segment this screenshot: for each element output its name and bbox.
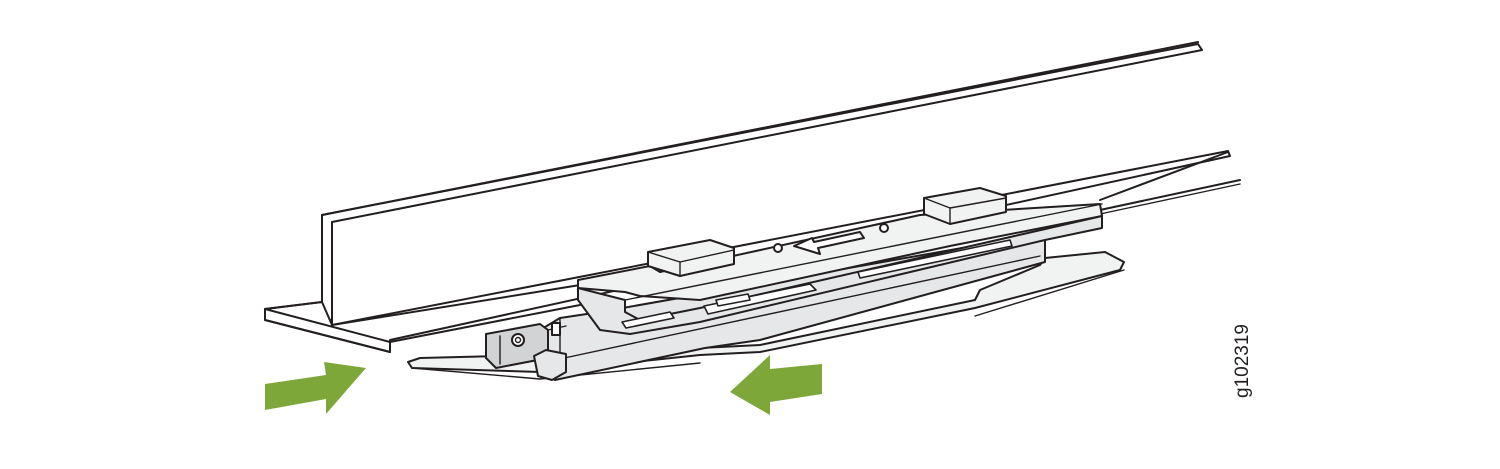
top-hole-rear	[879, 223, 889, 233]
lower-slot	[715, 293, 751, 307]
push-right-arrow	[265, 362, 366, 414]
side-slot-2	[703, 283, 817, 315]
upper-slide-bracket	[577, 203, 1103, 301]
side-slot-1	[621, 311, 675, 329]
sliding-bracket-assembly	[407, 187, 1125, 381]
side-slot-3	[857, 239, 1013, 279]
top-hole-front	[773, 243, 783, 253]
front-latch	[533, 349, 567, 381]
figure-id: g102319	[1232, 324, 1253, 398]
top-tab-front	[647, 239, 735, 277]
push-left-arrow	[730, 355, 822, 415]
end-block-hole	[511, 333, 525, 347]
embossed-direction-arrow	[793, 231, 865, 255]
